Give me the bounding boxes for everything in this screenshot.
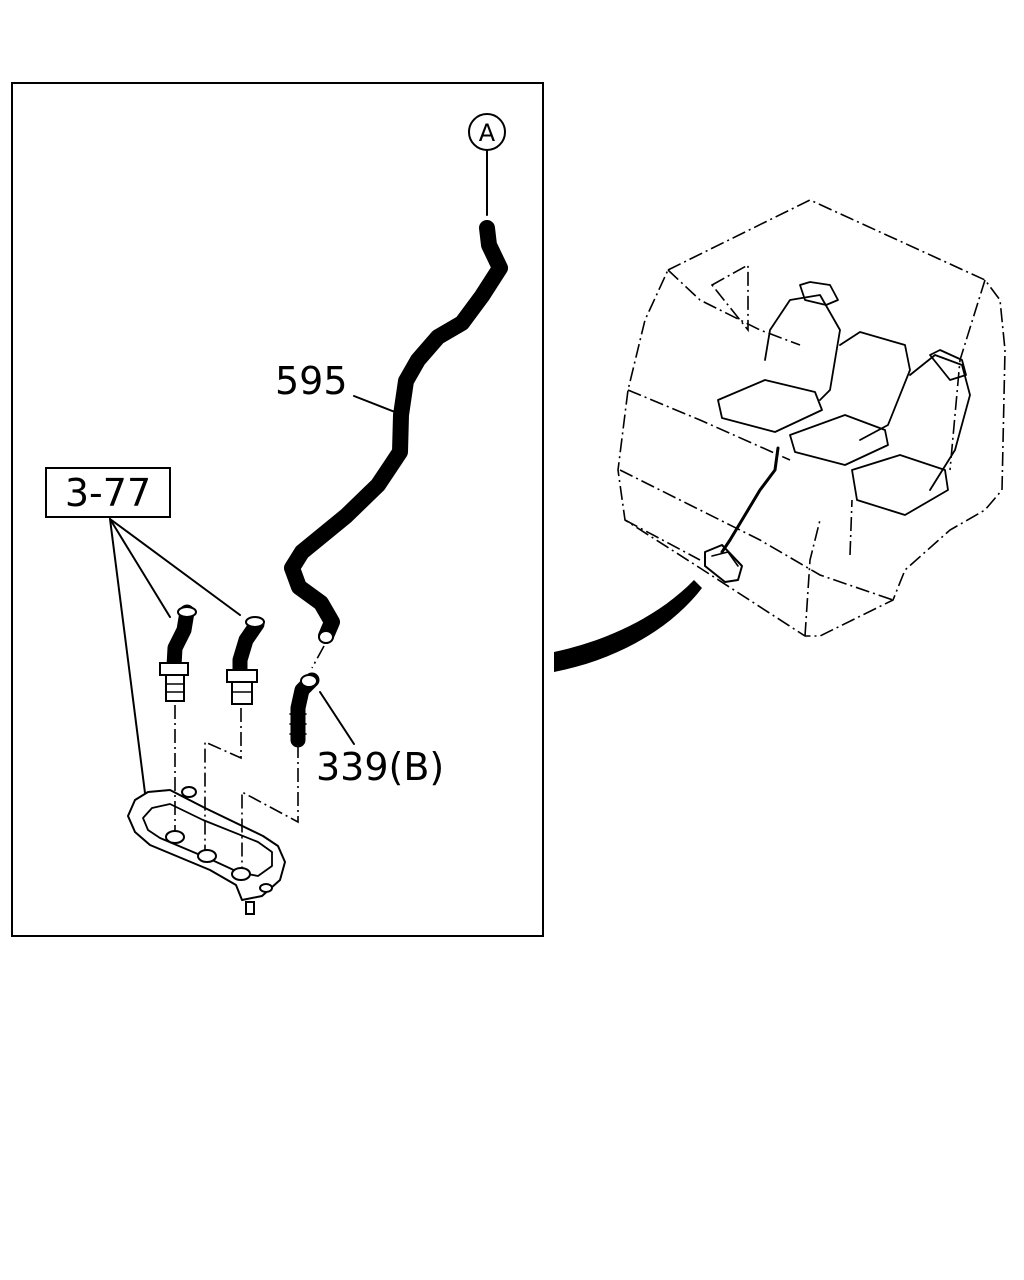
hose-595 (284, 220, 508, 644)
fitting-left (159, 604, 197, 702)
circle-ref-label: A (479, 119, 496, 147)
callout-arc (554, 580, 702, 672)
reference-box-3-77: 3-77 (45, 467, 171, 518)
hose-part-label: 595 (275, 359, 348, 403)
elbow-connector-339b (289, 672, 320, 748)
reference-circle-a: A (468, 113, 506, 216)
ref-group-label: 3-77 (65, 471, 151, 515)
detail-frame (11, 82, 544, 937)
base-plate (127, 786, 286, 915)
connector-part-label: 339(B) (316, 745, 444, 789)
vehicle-cab-overview (617, 199, 1006, 637)
fitting-middle (226, 616, 265, 705)
